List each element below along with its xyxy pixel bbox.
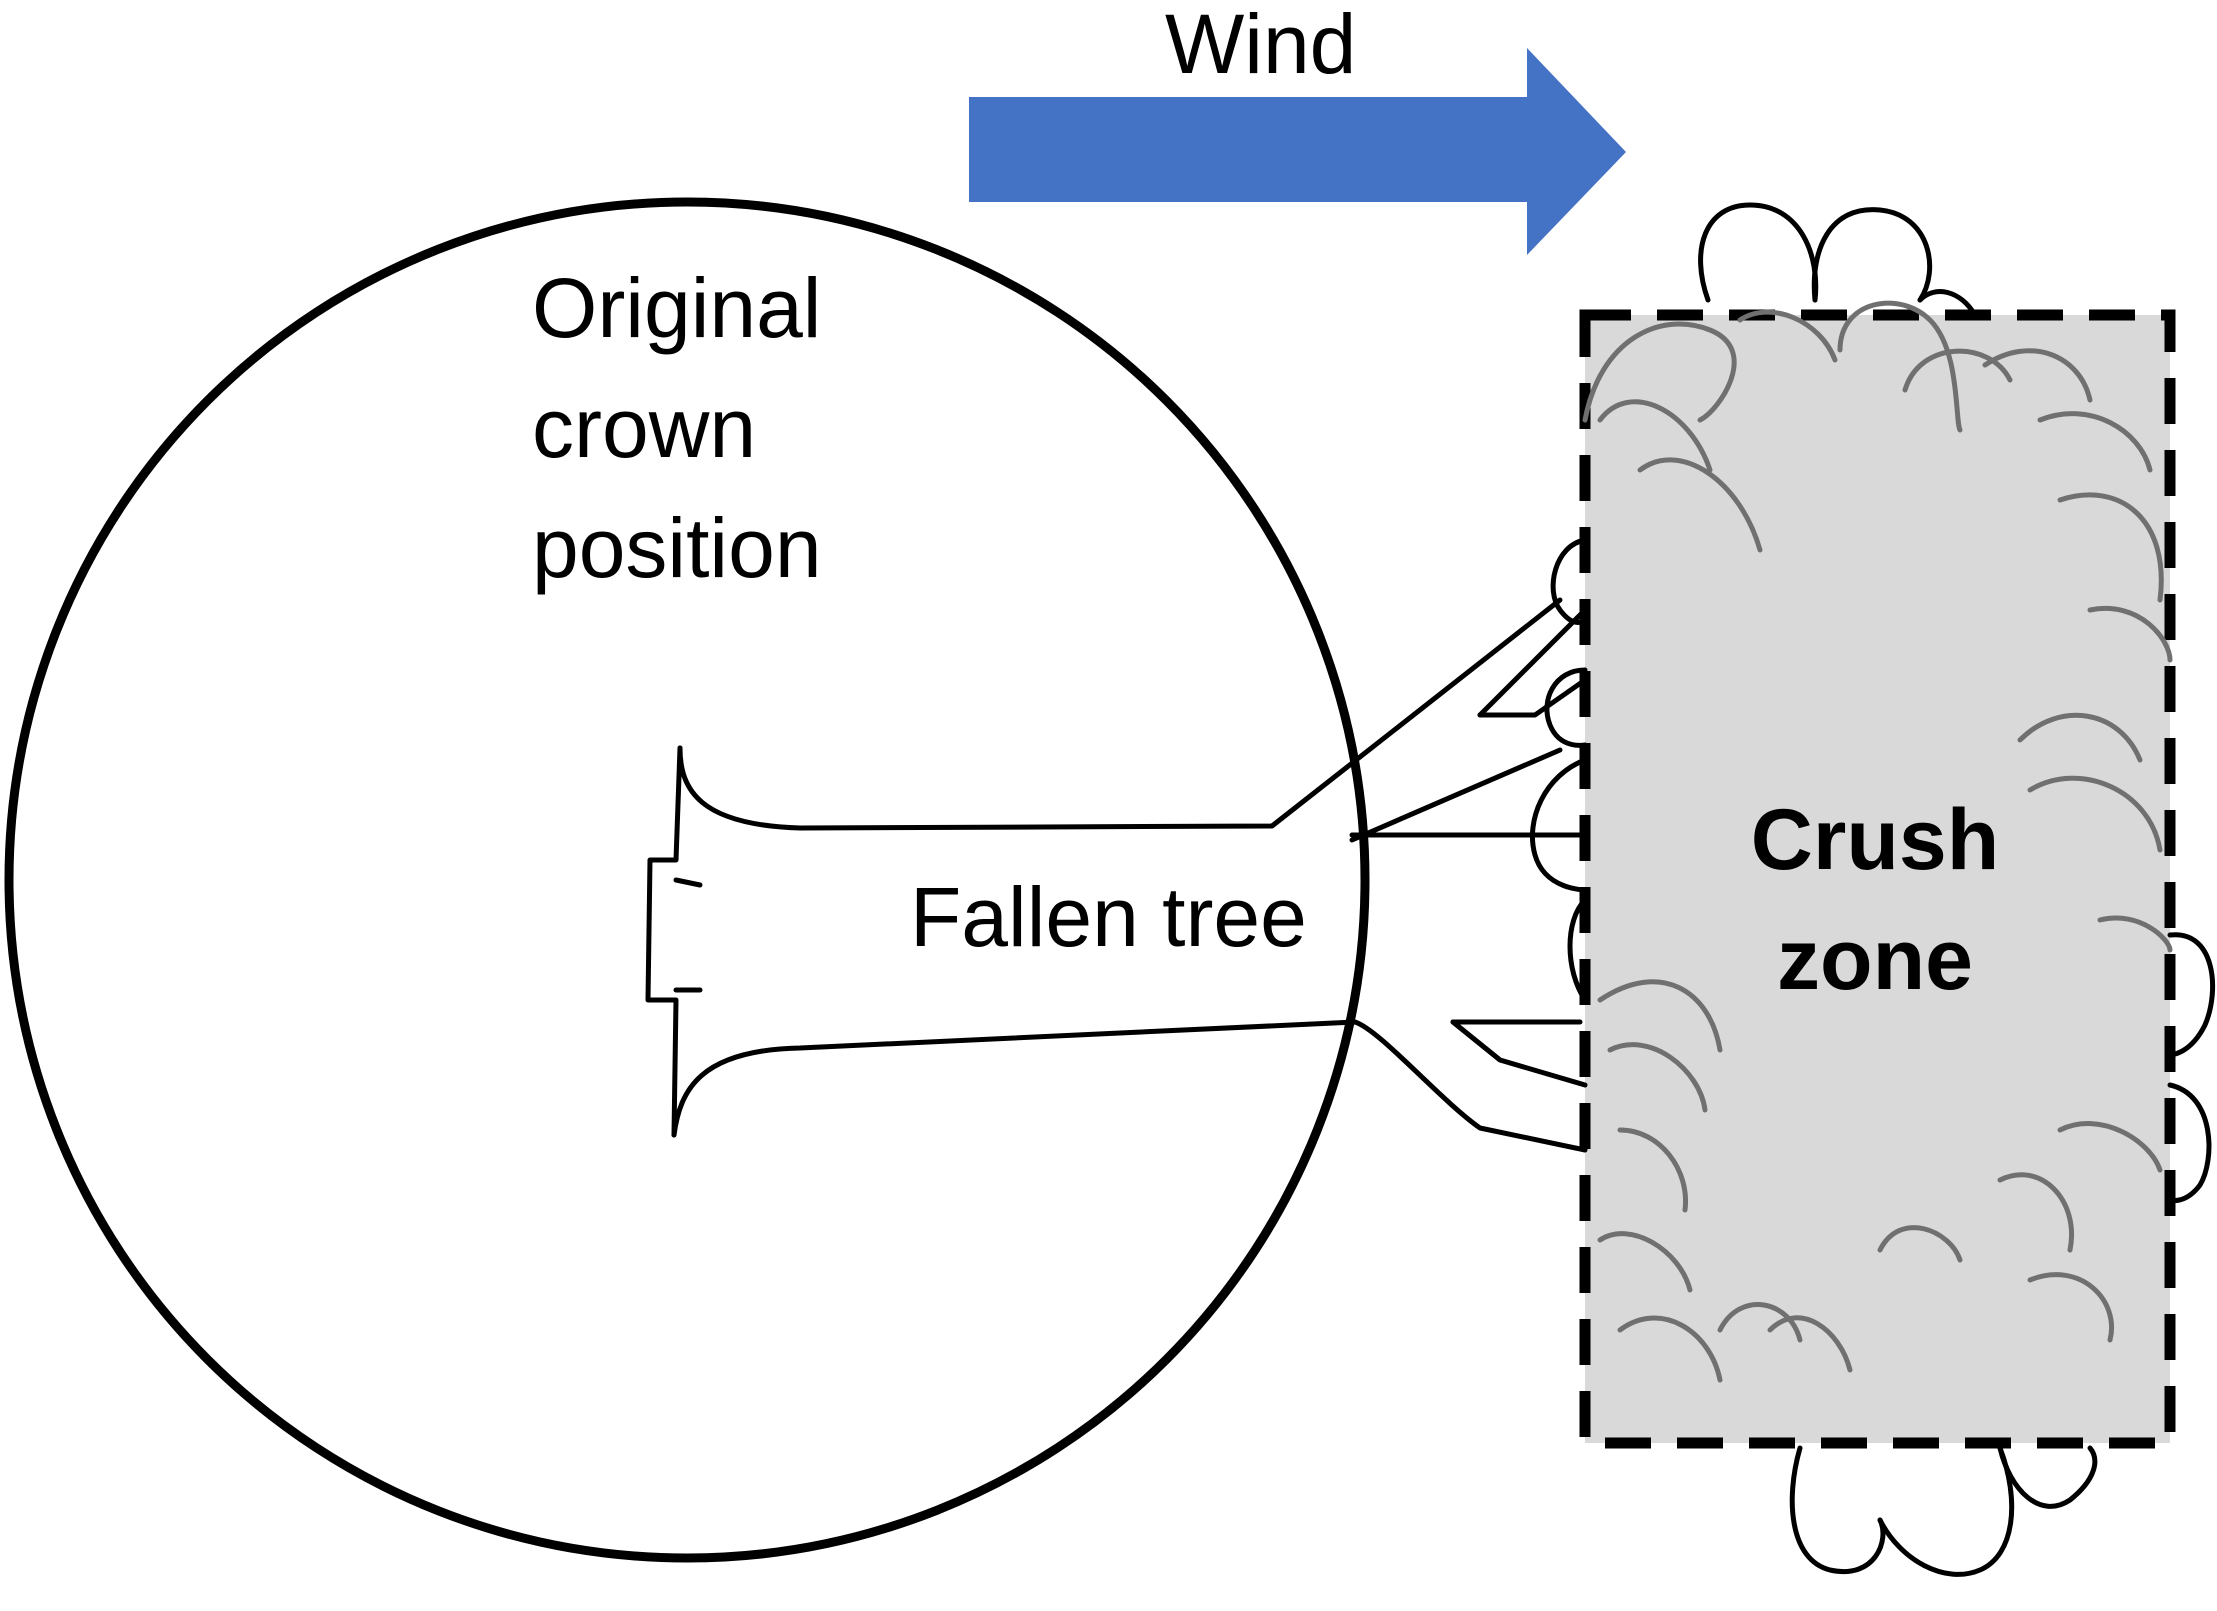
- tree-crown-outer-lobes: [1529, 202, 2216, 1577]
- fallen-tree-label: Fallen tree: [910, 870, 1307, 964]
- original-crown-label-line1: Original: [532, 261, 822, 355]
- tree-crown-inner-lobes: [1582, 300, 2173, 1383]
- original-crown-label-line2: crown: [532, 381, 757, 475]
- wind-label: Wind: [1165, 0, 1357, 91]
- fallen-tree-trunk: [645, 597, 1588, 1153]
- original-crown-position-label: Original crown position: [532, 248, 912, 608]
- crush-zone-rect: [1579, 309, 2176, 1449]
- original-crown-label-line3: position: [532, 501, 822, 595]
- wind-arrow: [969, 48, 1626, 255]
- crush-zone-label-line1: Crush: [1750, 792, 2000, 888]
- crush-zone-label-line2: zone: [1777, 912, 1973, 1008]
- crush-zone-label: Crush zone: [1660, 780, 2090, 1020]
- original-crown-circle: [4, 197, 1370, 1563]
